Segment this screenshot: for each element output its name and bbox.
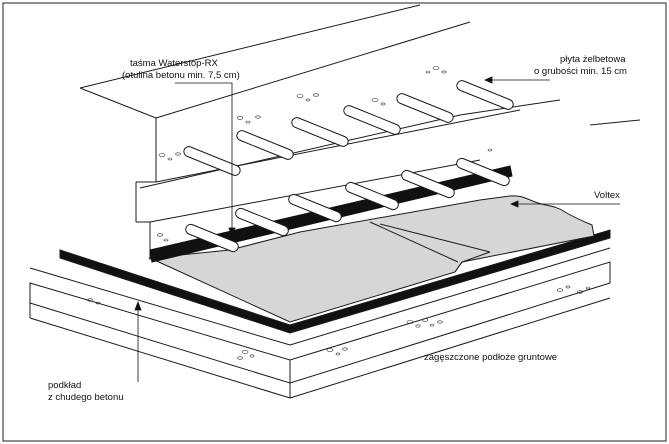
concrete-slab <box>79 4 641 260</box>
voltex-label: Voltex <box>594 190 620 201</box>
waterstop-label-line1: taśma Waterstop-RX <box>130 58 218 69</box>
gravel-texture-ground <box>87 285 591 360</box>
base-label-line1: podkład <box>48 380 81 391</box>
leader-lines <box>134 76 620 382</box>
slab-label-line1: płyta żelbetowa <box>560 54 626 65</box>
upper-rebars <box>183 80 514 176</box>
ground-label: zagęszczone podłoże gruntowe <box>424 352 557 363</box>
base-label-line2: z chudego betonu <box>48 392 124 403</box>
slab-label-line2: o grubości min. 15 cm <box>534 66 627 77</box>
compacted-ground <box>29 247 611 399</box>
lean-concrete-base <box>59 229 611 334</box>
lower-rebars <box>185 157 510 253</box>
voltex-membrane <box>148 195 595 323</box>
waterstop-label-line2: (otulina betonu min. 7,5 cm) <box>122 70 240 81</box>
